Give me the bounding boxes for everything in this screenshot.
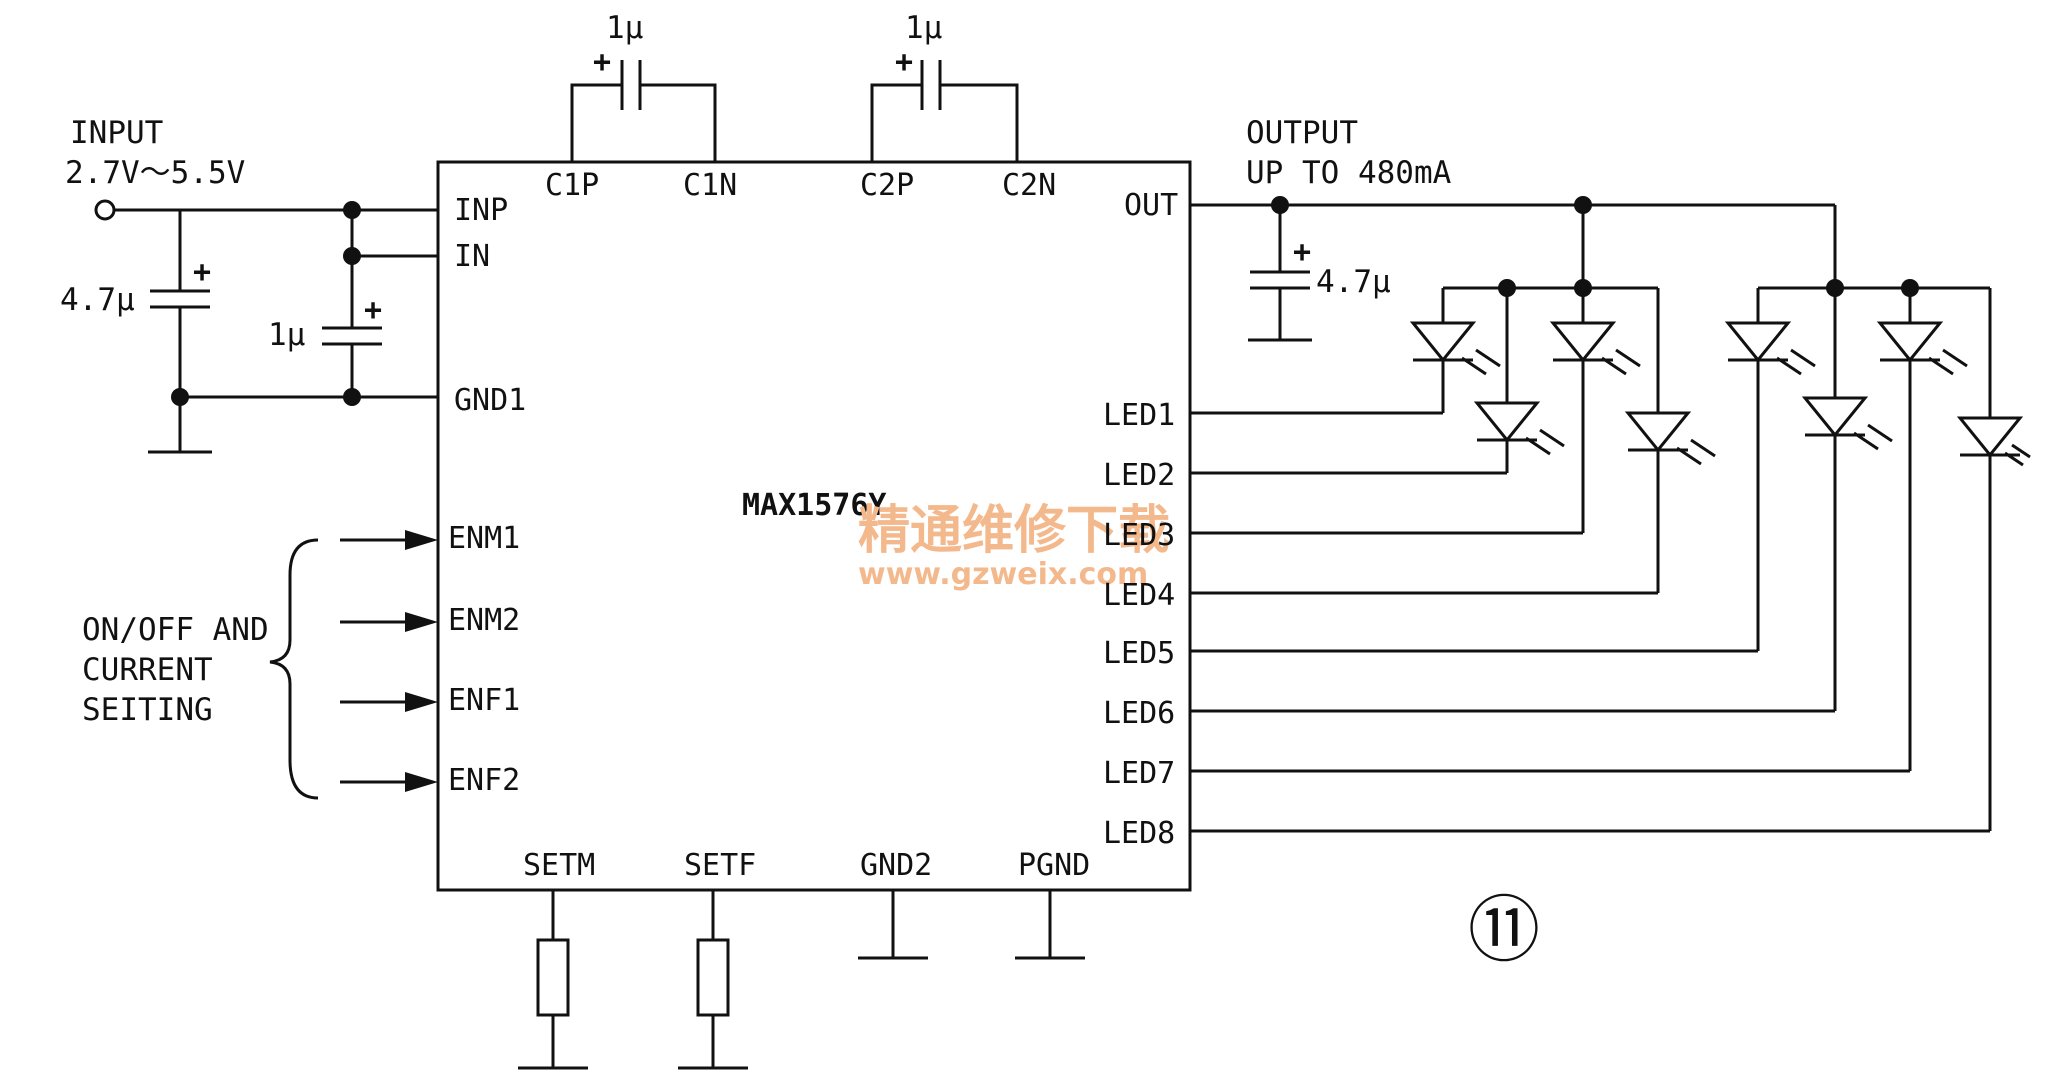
pin-c2n: C2N <box>1002 168 1056 203</box>
pin-enf2: ENF2 <box>448 763 520 798</box>
pin-c2p: C2P <box>860 168 914 203</box>
pin-enm2: ENM2 <box>448 603 520 638</box>
cap-c2-value: 1μ <box>905 10 942 46</box>
pin-led5: LED5 <box>1103 636 1175 671</box>
input-capacitor: + 4.7μ <box>60 210 211 397</box>
cap-c1-plus: + <box>593 45 611 80</box>
output-cap-value: 4.7μ <box>1316 264 1391 300</box>
pin-setf: SETF <box>684 848 756 883</box>
output-current: UP TO 480mA <box>1246 155 1452 191</box>
output-label: OUTPUT <box>1246 115 1358 151</box>
input-cap-plus: + <box>193 255 211 290</box>
resistor-setm <box>518 890 588 1070</box>
figure-number: ⑪ <box>1468 888 1540 972</box>
in-cap-value: 1μ <box>268 317 305 353</box>
watermark-cn: 精通维修下载 <box>858 501 1170 561</box>
led-group-2 <box>1190 205 2031 833</box>
pin-c1p: C1P <box>545 168 599 203</box>
pin-enm1: ENM1 <box>448 521 520 556</box>
brace <box>269 538 319 800</box>
control-note-line1: ON/OFF AND <box>82 612 269 648</box>
pin-led7: LED7 <box>1103 756 1175 791</box>
enable-arrows <box>340 530 438 792</box>
pin-gnd2: GND2 <box>860 848 932 883</box>
control-note-line3: SEITING <box>82 692 213 728</box>
output-cap-plus: + <box>1293 235 1311 270</box>
pin-led2: LED2 <box>1103 458 1175 493</box>
input-label: INPUT <box>70 115 163 151</box>
ground-gnd2 <box>858 890 928 960</box>
cap-c1-value: 1μ <box>606 10 643 46</box>
led-group-1 <box>1190 205 1716 595</box>
flying-cap-c2: + 1μ <box>870 10 1019 162</box>
pin-led8: LED8 <box>1103 816 1175 851</box>
resistor-setf <box>678 890 748 1070</box>
input-range: 2.7V～5.5V <box>65 155 245 191</box>
in-cap-plus: + <box>364 293 382 328</box>
pin-pgnd: PGND <box>1018 848 1090 883</box>
ground-pgnd <box>1015 890 1085 960</box>
in-capacitor: + 1μ <box>268 256 382 397</box>
ic-body <box>436 160 1192 892</box>
output-capacitor: + 4.7μ <box>1248 205 1391 342</box>
flying-cap-c1: + 1μ <box>570 10 717 162</box>
pin-c1n: C1N <box>683 168 737 203</box>
input-cap-value: 4.7μ <box>60 282 135 318</box>
pin-led6: LED6 <box>1103 696 1175 731</box>
pin-gnd1: GND1 <box>454 383 526 418</box>
pin-setm: SETM <box>523 848 595 883</box>
pin-led3: LED3 <box>1103 518 1175 553</box>
control-note-line2: CURRENT <box>82 652 213 688</box>
pin-led4: LED4 <box>1103 578 1175 613</box>
pin-led1: LED1 <box>1103 398 1175 433</box>
pin-enf1: ENF1 <box>448 683 520 718</box>
pin-in: IN <box>454 239 490 274</box>
watermark-url: www.gzweix.com <box>858 557 1148 592</box>
cap-c2-plus: + <box>895 45 913 80</box>
input-terminal <box>94 199 116 221</box>
chip-name: MAX1576Y <box>742 488 887 523</box>
pin-inp: INP <box>454 193 508 228</box>
pin-out: OUT <box>1124 188 1178 223</box>
